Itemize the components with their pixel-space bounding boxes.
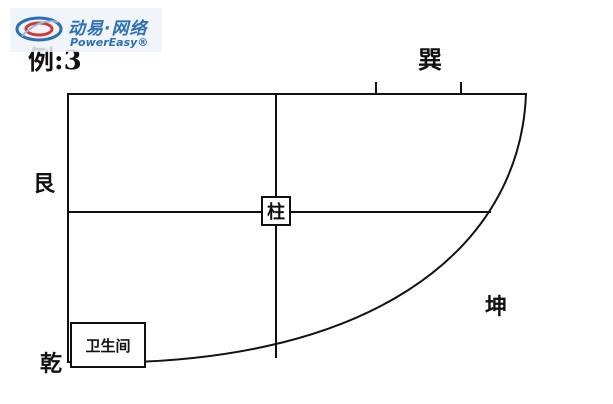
- direction-label-qian: 乾: [40, 351, 63, 377]
- watermark-cn-text: 动易·网络: [68, 19, 148, 39]
- watermark-logo: 动易·网络 PowerEasy®: [10, 8, 162, 52]
- example-title: 例:3: [28, 46, 82, 76]
- plan-outline: [67, 93, 528, 364]
- bathroom-label: 卫生间: [85, 336, 131, 355]
- direction-label-xun: 巽: [418, 45, 442, 74]
- watermark-en-text: PowerEasy®: [70, 36, 149, 49]
- logo-swirl-icon: [15, 16, 63, 42]
- pillar-label: 柱: [267, 202, 285, 223]
- direction-label-gen: 艮: [33, 171, 56, 197]
- pillar-marker: 柱: [261, 196, 291, 226]
- direction-label-kun: 坤: [485, 294, 508, 320]
- bathroom-room: 卫生间: [70, 322, 146, 368]
